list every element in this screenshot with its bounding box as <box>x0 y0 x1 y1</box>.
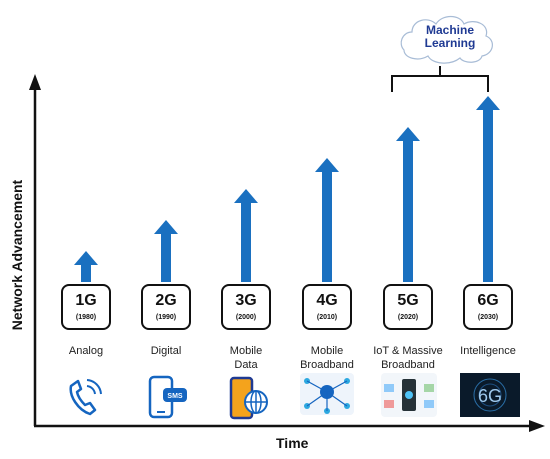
y-axis-label: Network Advancement <box>9 179 25 331</box>
gen-label-2g: Digital <box>150 345 182 357</box>
gen-year: (2020) <box>397 314 419 321</box>
gen-name: 3G <box>235 292 257 309</box>
ml-bracket <box>391 66 489 92</box>
broadband-network-icon <box>300 373 354 415</box>
advancement-arrows <box>74 96 500 282</box>
iot-devices-icon <box>381 373 437 417</box>
gen-box-4g: 4G (2010) <box>302 284 352 330</box>
phone-icon <box>69 379 102 416</box>
machine-learning-label-line1: Machine <box>425 23 474 37</box>
gen-year: (1990) <box>155 314 177 321</box>
gen-name: 4G <box>316 292 338 309</box>
advancement-arrow-2g <box>154 220 178 282</box>
machine-learning-label-line2: Learning <box>424 36 476 50</box>
advancement-arrow-5g <box>396 127 420 282</box>
x-axis-arrowhead <box>529 420 545 432</box>
advancement-arrow-6g <box>476 96 500 282</box>
y-axis-arrowhead <box>29 74 41 90</box>
gen-name: 5G <box>397 292 419 309</box>
gen-box-3g: 3G (2000) <box>221 284 271 330</box>
6g-icon-label: 6G <box>478 386 502 406</box>
gen-year: (2010) <box>316 314 338 321</box>
gen-label-5g: IoT & Massive Broadband <box>373 345 443 371</box>
gen-year: (2000) <box>235 314 257 321</box>
gen-label-3g: Mobile Data <box>229 345 263 371</box>
brain-cloud-icon <box>400 15 493 64</box>
gen-box-5g: 5G (2020) <box>383 284 433 330</box>
advancement-arrow-3g <box>234 189 258 282</box>
gen-label-4g: Mobile Broadband <box>300 345 354 371</box>
sms-phone-icon: SMS <box>148 375 187 419</box>
gen-label-1g: Analog <box>68 345 104 357</box>
gen-name: 1G <box>75 292 97 309</box>
advancement-arrow-1g <box>74 251 98 282</box>
gen-box-2g: 2G (1990) <box>141 284 191 330</box>
x-axis-label: Time <box>276 435 309 451</box>
gen-box-1g: 1G (1980) <box>61 284 111 330</box>
svg-text:SMS: SMS <box>167 393 183 400</box>
6g-intelligence-icon: 6G <box>460 373 520 417</box>
mobile-globe-icon <box>229 376 268 420</box>
advancement-arrow-4g <box>315 158 339 282</box>
gen-name: 2G <box>155 292 177 309</box>
gen-year: (2030) <box>477 314 499 321</box>
gen-box-6g: 6G (2030) <box>463 284 513 330</box>
gen-name: 6G <box>477 292 499 309</box>
gen-label-6g: Intelligence <box>460 345 516 357</box>
gen-year: (1980) <box>75 314 97 321</box>
